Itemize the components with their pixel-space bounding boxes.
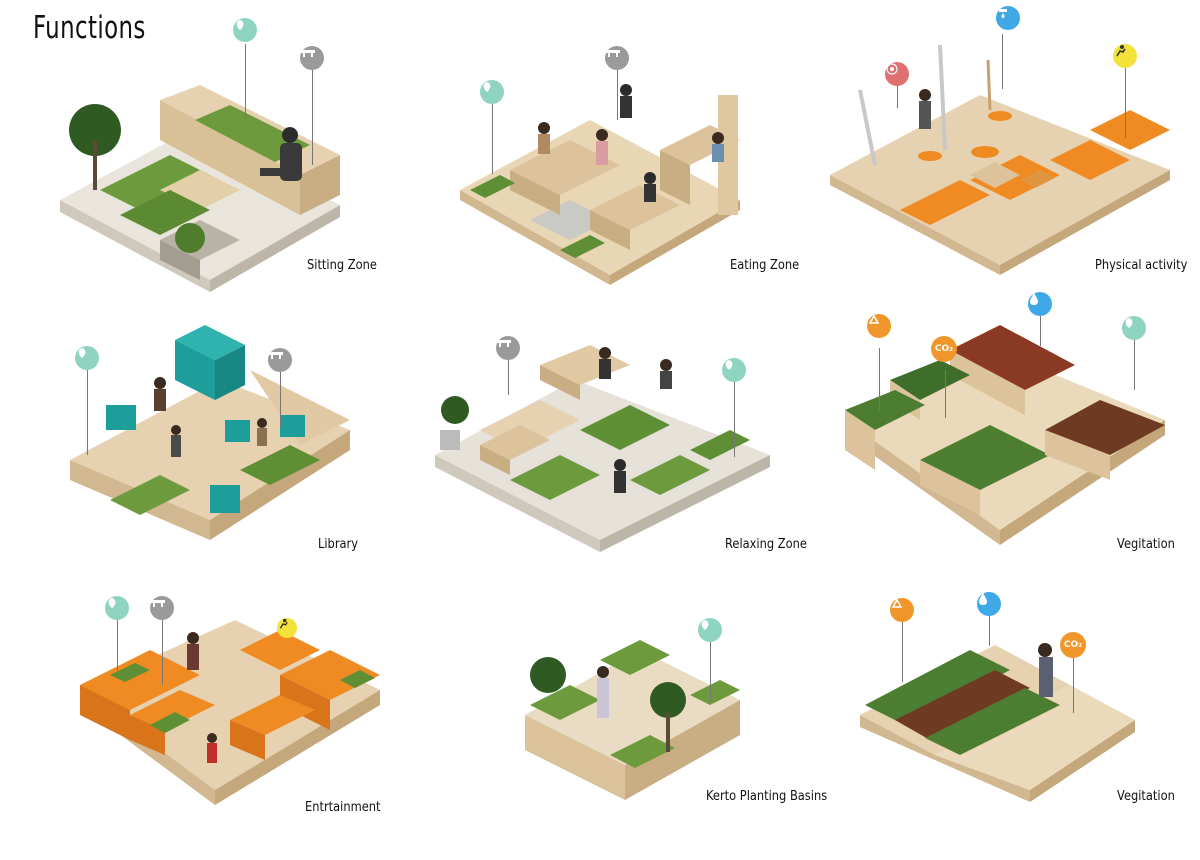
bench-icon [496, 336, 520, 360]
co2-text: CO₂ [934, 344, 954, 354]
sitting-zone-illustration [60, 85, 340, 292]
page-title: Functions [33, 10, 146, 46]
co2-text: CO₂ [1063, 640, 1083, 650]
panel-physical-activity: Physical activity [820, 6, 1200, 310]
panel-library: Library [40, 320, 420, 590]
co2-icon: CO₂ [1060, 632, 1086, 658]
panel-kerto-planting-basins: Kerto Planting Basins [440, 590, 827, 860]
panel-sitting-zone: Sitting Zone [40, 18, 420, 310]
panel-label: Vegitation [1117, 789, 1175, 804]
sport-icon [1113, 44, 1137, 68]
recycle-icon [890, 598, 914, 622]
bench-icon [268, 348, 292, 372]
panel-vegitation-2: CO₂ Vegitation [820, 590, 1200, 860]
water-drop-icon [977, 592, 1001, 616]
panel-relaxing-zone: Relaxing Zone [420, 320, 807, 590]
bench-icon [300, 46, 324, 70]
vegitation-illustration [845, 325, 1165, 545]
panel-label: Entrtainment [305, 800, 381, 815]
bench-icon [150, 596, 174, 620]
library-illustration [70, 325, 350, 540]
leaf-icon [233, 18, 257, 42]
panel-label: Eating Zone [730, 258, 800, 273]
water-tap-icon [996, 6, 1020, 30]
panel-label: Library [318, 537, 359, 552]
leaf-icon [75, 346, 99, 370]
leaf-icon [480, 80, 504, 104]
leaf-icon [105, 596, 129, 620]
water-drop-icon [1028, 292, 1052, 316]
recycle-icon [867, 314, 891, 338]
relaxing-zone-illustration [435, 345, 770, 552]
vegitation-illustration-2 [860, 643, 1135, 802]
leaf-icon [722, 358, 746, 382]
leaf-icon [1122, 316, 1146, 340]
sport-icon [277, 618, 297, 638]
leaf-icon [698, 618, 722, 642]
physical-activity-illustration [830, 44, 1170, 275]
sound-icon [885, 62, 909, 86]
panel-eating-zone: Eating Zone [440, 40, 820, 310]
panel-label: Relaxing Zone [725, 537, 807, 552]
panel-vegitation-1: CO₂ Vegitation [820, 292, 1200, 590]
panel-label: Sitting Zone [307, 258, 377, 273]
kerto-basins-illustration [525, 640, 740, 800]
panel-label: Physical activity [1095, 258, 1188, 273]
entertainment-illustration [80, 620, 380, 805]
panel-entertainment: Entrtainment [40, 590, 420, 860]
eating-zone-illustration [460, 84, 740, 285]
co2-icon: CO₂ [931, 336, 957, 362]
bench-icon [605, 46, 629, 70]
panel-label: Vegitation [1117, 537, 1175, 552]
panel-label: Kerto Planting Basins [706, 789, 828, 804]
